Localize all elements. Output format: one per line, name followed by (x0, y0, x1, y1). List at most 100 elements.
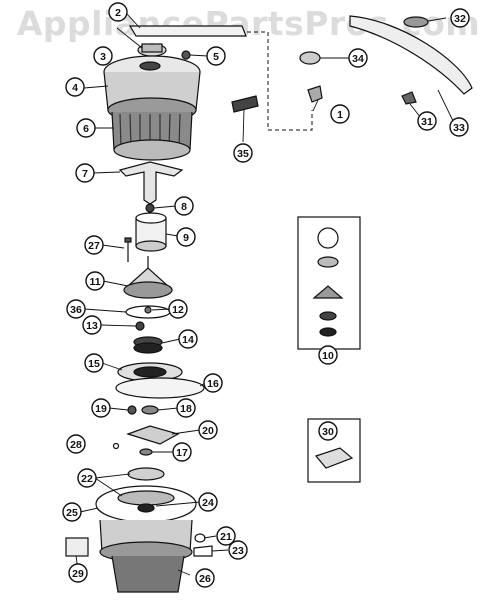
callout-number: 12 (172, 304, 184, 316)
callout-12: 12 (168, 299, 188, 319)
callout-number: 17 (176, 447, 188, 459)
callout-35: 35 (233, 143, 253, 163)
callout-number: 1 (337, 109, 343, 121)
callout-circle (66, 299, 86, 319)
part-small-ball (112, 442, 153, 456)
callout-circle (85, 271, 105, 291)
callout-21: 21 (216, 526, 236, 546)
part-gasket-plate (126, 425, 180, 445)
callout-number: 31 (421, 116, 433, 128)
callout-circle (348, 48, 368, 68)
callout-circle (198, 420, 218, 440)
callout-31: 31 (417, 111, 437, 131)
part-bolt (124, 237, 132, 262)
callout-28: 28 (66, 434, 86, 454)
callout-33: 33 (449, 117, 469, 137)
callout-11: 11 (85, 271, 105, 291)
callout-number: 9 (183, 232, 189, 244)
callout-number: 8 (181, 201, 187, 213)
callout-number: 32 (454, 13, 466, 25)
callout-circle (84, 235, 104, 255)
callout-circle (65, 77, 85, 97)
callout-circle (318, 421, 338, 441)
callout-number: 10 (322, 350, 334, 362)
callout-23: 23 (228, 540, 248, 560)
callout-number: 19 (95, 403, 107, 415)
callout-27: 27 (84, 235, 104, 255)
part-motor-windings (111, 111, 193, 161)
callout-number: 26 (199, 573, 211, 585)
callout-18: 18 (176, 398, 196, 418)
callout-number: 13 (86, 320, 98, 332)
callout-circle (168, 299, 188, 319)
callout-24: 24 (198, 492, 218, 512)
callout-circle (176, 398, 196, 418)
callout-circle (318, 345, 338, 365)
callout-number: 34 (352, 53, 364, 65)
callout-10: 10 (318, 345, 338, 365)
callout-7: 7 (75, 163, 95, 183)
callout-circle (176, 227, 196, 247)
callout-circle (195, 568, 215, 588)
callout-16: 16 (203, 373, 223, 393)
callout-number: 23 (232, 545, 244, 557)
callout-number: 6 (83, 123, 89, 135)
callout-number: 28 (70, 439, 82, 451)
callout-group: 1234567891011121314151617181920212223242… (62, 2, 470, 588)
part-motor-base (65, 519, 193, 593)
callout-36: 36 (66, 299, 86, 319)
callout-number: 2 (115, 7, 121, 19)
callout-number: 5 (213, 51, 219, 63)
callout-number: 27 (88, 240, 100, 252)
callout-circle (216, 526, 236, 546)
callout-number: 7 (82, 168, 88, 180)
callout-circle (417, 111, 437, 131)
part-impeller (118, 161, 184, 205)
callout-4: 4 (65, 77, 85, 97)
part-seal (133, 336, 163, 354)
callout-number: 16 (207, 378, 219, 390)
callout-30: 30 (318, 421, 338, 441)
callout-number: 4 (72, 82, 78, 94)
part-filter-cylinder (135, 212, 167, 252)
callout-circle (172, 442, 192, 462)
callout-29: 29 (68, 563, 88, 583)
part-clip (231, 95, 259, 113)
part-nut (137, 43, 167, 57)
part-upper-spray-arm (349, 15, 473, 95)
callout-number: 18 (180, 403, 192, 415)
part-small-screw (145, 203, 155, 213)
callout-circle (62, 502, 82, 522)
callout-3: 3 (93, 46, 113, 66)
callout-number: 15 (88, 358, 100, 370)
callout-circle (108, 2, 128, 22)
callout-number: 25 (66, 507, 78, 519)
callout-number: 11 (89, 276, 100, 288)
callout-circle (206, 46, 226, 66)
callout-number: 35 (237, 148, 249, 160)
callout-circle (66, 434, 86, 454)
callout-8: 8 (174, 196, 194, 216)
callout-circle (233, 143, 253, 163)
callout-9: 9 (176, 227, 196, 247)
callout-20: 20 (198, 420, 218, 440)
callout-17: 17 (172, 442, 192, 462)
callout-circle (174, 196, 194, 216)
callout-circle (82, 315, 102, 335)
callout-14: 14 (178, 329, 198, 349)
callout-13: 13 (82, 315, 102, 335)
callout-number: 30 (322, 426, 334, 438)
part-pump-base (115, 362, 205, 399)
callout-number: 20 (202, 425, 214, 437)
callout-circle (449, 117, 469, 137)
callout-circle (330, 104, 350, 124)
callout-32: 32 (450, 8, 470, 28)
callout-circle (93, 46, 113, 66)
part-spray-hub (299, 51, 323, 103)
leader-lines (75, 12, 456, 576)
callout-number: 36 (70, 304, 82, 316)
callout-circle (198, 492, 218, 512)
callout-circle (76, 118, 96, 138)
callout-25: 25 (62, 502, 82, 522)
callout-34: 34 (348, 48, 368, 68)
